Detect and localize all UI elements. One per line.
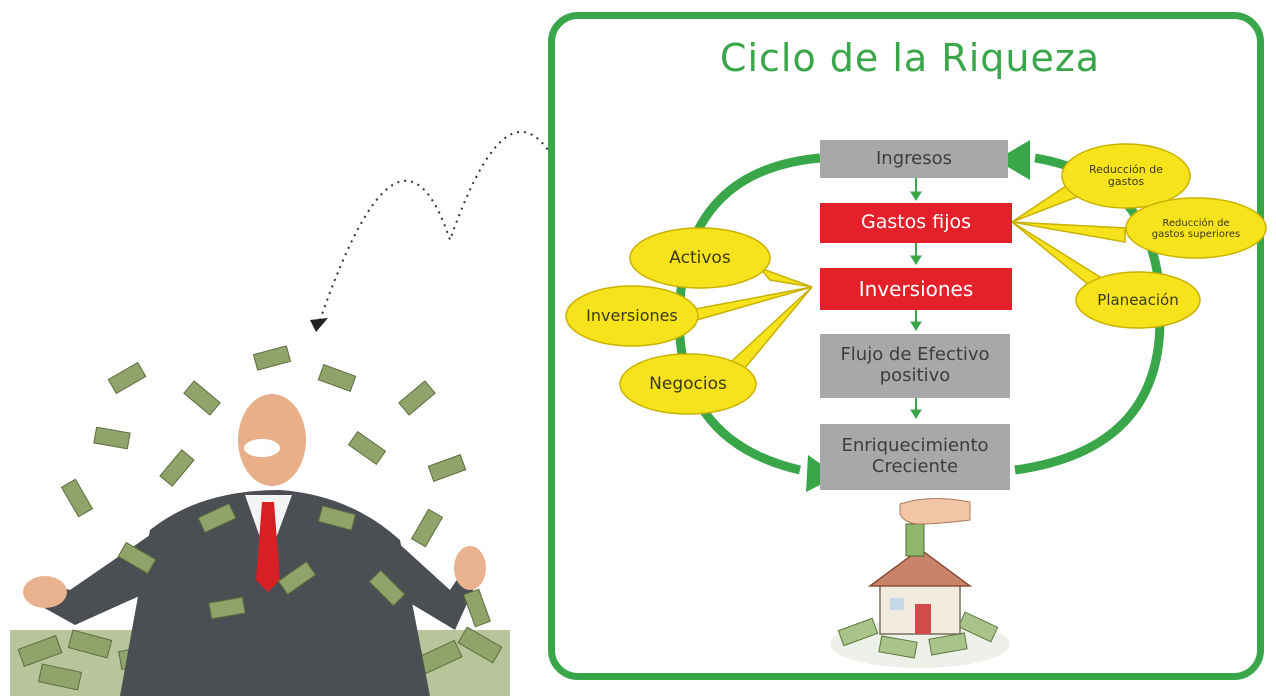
callout-bubble-activos	[629, 227, 771, 289]
step-ingresos: Ingresos	[820, 140, 1008, 178]
callout-planeacion-line1: Planeación	[1097, 290, 1179, 309]
step-inversiones: Inversiones	[820, 268, 1012, 310]
step-gastos-fijos: Gastos fijos	[820, 203, 1012, 243]
callout-bubble-inversiones	[565, 285, 699, 347]
step-enriquecimiento-line2: Creciente	[871, 456, 959, 477]
step-flujo-efectivo: Flujo de Efectivo positivo	[820, 334, 1010, 398]
callout-reduccion-gastos-line1: Reducción de	[1089, 162, 1163, 176]
callout-bubble-reduccion-superiores	[1125, 197, 1267, 259]
right-callouts	[1011, 143, 1267, 329]
callout-inversiones: Inversiones	[586, 306, 678, 326]
callout-planeacion: Planeación	[1080, 286, 1196, 314]
step-flujo-line1: Flujo de Efectivo	[840, 344, 990, 366]
step-flujo-line2: positivo	[879, 365, 951, 386]
callout-reduccion-gastos: Reducción de gastos	[1066, 158, 1186, 194]
callout-reduccion-superiores-line2: gastos superiores	[1151, 229, 1241, 240]
callout-bubble-reduccion-gastos	[1061, 143, 1191, 209]
step-enriquecimiento-line1: Enriquecimiento	[841, 435, 989, 457]
callout-activos: Activos	[669, 247, 731, 268]
step-enriquecimiento: Enriquecimiento Creciente	[820, 424, 1010, 490]
callout-bubble-planeacion	[1075, 271, 1201, 329]
house-piggy-bank-illustration	[830, 497, 1010, 668]
diagram-title: Ciclo de la Riqueza	[719, 36, 1101, 80]
callout-reduccion-superiores: Reducción de gastos superiores	[1130, 212, 1262, 246]
businessman-money-illustration	[10, 345, 510, 696]
left-callouts	[565, 227, 813, 415]
step-inversiones-label: Inversiones	[858, 276, 974, 301]
step-gastos-fijos-label: Gastos fijos	[860, 211, 972, 234]
callout-reduccion-gastos-line2: gastos	[1107, 175, 1145, 188]
callout-bubble-negocios	[619, 353, 757, 415]
step-connectors	[910, 178, 922, 419]
callout-reduccion-superiores-line1: Reducción de	[1162, 218, 1230, 229]
callout-negocios: Negocios	[649, 373, 727, 394]
step-ingresos-label: Ingresos	[876, 147, 952, 169]
